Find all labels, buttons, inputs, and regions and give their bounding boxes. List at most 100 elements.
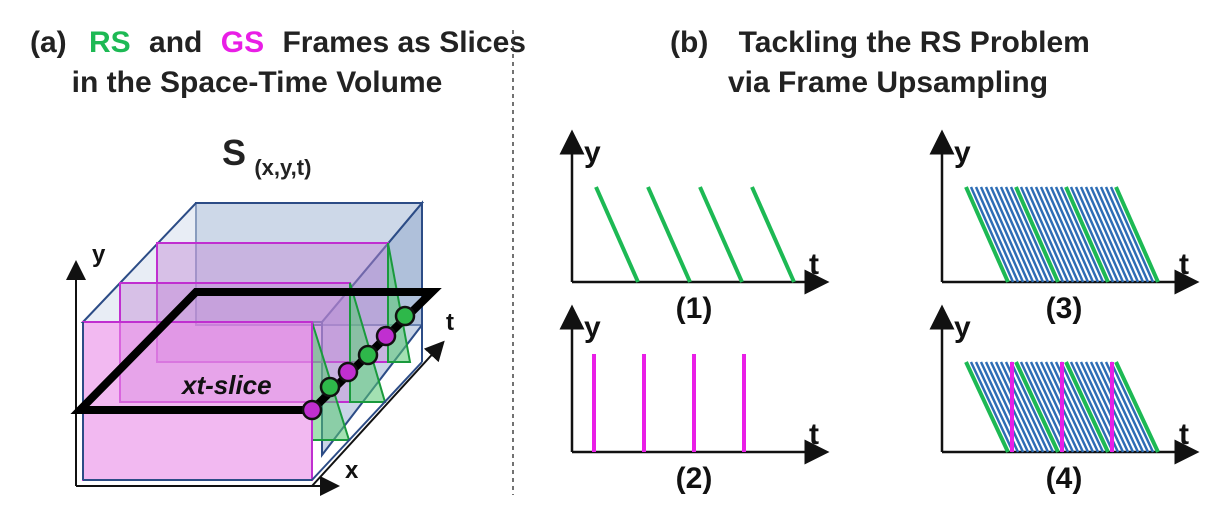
upsampled-line-23 (1079, 361, 1125, 453)
upsampled-line-17 (1049, 361, 1095, 453)
panel-b-title-text: Tackling the RS Problem (739, 26, 1090, 59)
upsampled-line-16 (1044, 361, 1090, 453)
upsampled-line-29 (1109, 186, 1155, 283)
volume-bottom-right-edge (311, 361, 423, 481)
upsampled-line-12 (1024, 186, 1070, 283)
upsampled-line-28 (1104, 186, 1150, 283)
rs-line-2 (1014, 186, 1060, 283)
upsampled-line-11 (1019, 186, 1065, 283)
panel-b: (b) Tackling the RS Problem via Frame Up… (559, 26, 1200, 495)
plot-3-t-label: t (1179, 248, 1189, 281)
upsampled-line-5 (989, 186, 1035, 283)
upsampled-line-11 (1019, 361, 1065, 453)
upsampled-line-1 (969, 361, 1015, 453)
upsampled-line-21 (1069, 361, 1115, 453)
upsampled-line-7 (999, 361, 1045, 453)
upsampled-line-14 (1034, 361, 1080, 453)
plot-3-caption: (3) (1046, 292, 1083, 325)
volume-label-args: (x,y,t) (254, 155, 311, 180)
upsampled-line-3 (979, 361, 1025, 453)
upsampled-line-21 (1069, 186, 1115, 283)
plot-1-t-label: t (809, 248, 819, 281)
upsampled-line-25 (1089, 186, 1135, 283)
panel-b-label: (b) (670, 26, 708, 59)
plot-1: y t (1) (559, 129, 830, 325)
upsampled-line-26 (1094, 361, 1140, 453)
space-time-volume (80, 200, 425, 481)
rs-line-2 (1014, 361, 1060, 453)
panel-a-and-word: and (149, 26, 202, 59)
upsampled-line-3 (979, 186, 1025, 283)
panel-a-rs-word: RS (89, 26, 131, 59)
volume-t-label: t (446, 309, 454, 336)
volume-axes: y x t (66, 241, 454, 496)
upsampled-line-24 (1084, 361, 1130, 453)
panel-b-title-line2: via Frame Upsampling (728, 66, 1048, 99)
upsampled-line-15 (1039, 186, 1085, 283)
plot-4: y t (4) (929, 304, 1200, 495)
upsampled-line-4 (984, 186, 1030, 283)
upsampled-line-16 (1044, 186, 1090, 283)
upsampled-line-6 (994, 186, 1040, 283)
slice-point-rs-2 (357, 344, 379, 366)
upsampled-line-9 (1009, 361, 1055, 453)
upsampled-line-26 (1094, 186, 1140, 283)
plot-2: yt(2) (559, 304, 830, 495)
upsampled-line-19 (1059, 186, 1105, 283)
volume-y-label: y (92, 241, 106, 268)
upsampled-line-1 (969, 186, 1015, 283)
plot-2-caption: (2) (676, 462, 713, 495)
plot-2-t-label: t (809, 418, 819, 451)
gs-frame-front (82, 321, 313, 481)
upsampling-plots: yt(1)yt(2)yt(3)yt(4) (559, 129, 1200, 495)
plot-4-t-label: t (1179, 418, 1189, 451)
plot-3-y-label: y (954, 136, 971, 169)
rs-line-4 (1114, 186, 1160, 283)
upsampled-line-19 (1059, 361, 1105, 453)
volume-label: S (x,y,t) (222, 132, 311, 180)
rs-line-1 (594, 186, 640, 283)
upsampled-line-2 (974, 186, 1020, 283)
upsampled-line-17 (1049, 186, 1095, 283)
upsampled-line-23 (1079, 186, 1125, 283)
volume-x-label: x (345, 457, 359, 484)
panel-a: (a) RS and GS Frames as Slices in the Sp… (30, 26, 526, 496)
upsampled-line-8 (1004, 186, 1050, 283)
upsampled-line-7 (999, 186, 1045, 283)
rs-frame-middle (349, 282, 387, 403)
xt-slice-outline (70, 288, 442, 414)
volume-label-s: S (222, 132, 246, 173)
rs-line-3 (1064, 186, 1110, 283)
panel-a-title-line2: in the Space-Time Volume (72, 66, 443, 99)
upsampled-line-24 (1084, 186, 1130, 283)
plot-1-y-label: y (584, 136, 601, 169)
panel-a-title-line1: (a) RS and GS Frames as Slices (30, 26, 526, 59)
upsampled-line-27 (1099, 186, 1145, 283)
rs-line-1 (964, 186, 1010, 283)
slice-point-gs-3 (375, 325, 397, 347)
upsampled-line-22 (1074, 186, 1120, 283)
slice-point-gs-1 (301, 399, 323, 421)
upsampled-line-14 (1034, 186, 1080, 283)
upsampled-line-6 (994, 361, 1040, 453)
upsampled-line-13 (1029, 186, 1075, 283)
slice-point-gs-2 (337, 361, 359, 383)
plot-1-caption: (1) (676, 292, 713, 325)
upsampled-line-4 (984, 361, 1030, 453)
plot-3: y t (3) (929, 129, 1200, 325)
panel-a-label: (a) (30, 26, 67, 59)
slice-point-rs-3 (394, 305, 416, 327)
upsampled-line-29 (1109, 361, 1155, 453)
rs-line-3 (1064, 361, 1110, 453)
slice-point-rs-1 (319, 376, 341, 398)
rs-line-2 (646, 186, 692, 283)
plot-4-y-label: y (954, 311, 971, 344)
upsampled-line-9 (1009, 186, 1055, 283)
volume-t-axis (311, 340, 445, 487)
panel-a-gs-word: GS (221, 26, 264, 59)
rs-line-3 (698, 186, 744, 283)
xt-slice-label: xt-slice (180, 370, 272, 400)
plot-4-caption: (4) (1046, 462, 1083, 495)
upsampled-line-18 (1054, 186, 1100, 283)
